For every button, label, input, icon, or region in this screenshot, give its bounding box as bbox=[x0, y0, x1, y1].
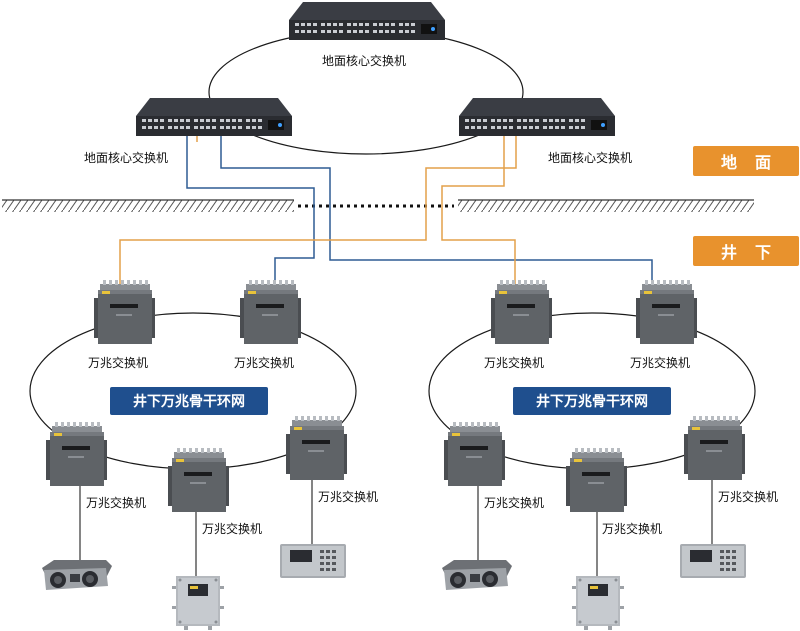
label-switch-r5: 万兆交换机 bbox=[718, 490, 779, 504]
mine-switch-l2 bbox=[240, 280, 301, 344]
mine-switch-r1 bbox=[491, 280, 552, 344]
zone-surface-badge: 地面 bbox=[693, 146, 799, 176]
core-switch-top bbox=[289, 2, 445, 40]
mine-switch-l5 bbox=[286, 416, 347, 480]
label-switch-l1: 万兆交换机 bbox=[88, 356, 149, 370]
label-core-left: 地面核心交换机 bbox=[84, 151, 169, 165]
label-core-right: 地面核心交换机 bbox=[548, 151, 633, 165]
label-switch-r3: 万兆交换机 bbox=[484, 496, 545, 510]
label-core-top: 地面核心交换机 bbox=[322, 54, 407, 68]
label-switch-l2: 万兆交换机 bbox=[234, 356, 295, 370]
camera-left bbox=[42, 560, 112, 590]
label-switch-r4: 万兆交换机 bbox=[602, 522, 663, 536]
power-box-right bbox=[572, 576, 624, 630]
phone-right bbox=[680, 544, 746, 578]
links bbox=[119, 136, 653, 290]
power-box-left bbox=[172, 576, 224, 630]
mine-switch-l4 bbox=[168, 448, 229, 512]
mine-switch-r4 bbox=[566, 448, 627, 512]
core-switch-right bbox=[459, 98, 615, 136]
core-switch-left bbox=[136, 98, 292, 136]
mine-switch-r2 bbox=[636, 280, 697, 344]
zone-underground-badge: 井下 bbox=[693, 236, 799, 266]
label-switch-l3: 万兆交换机 bbox=[86, 496, 147, 510]
label-switch-l5: 万兆交换机 bbox=[318, 490, 379, 504]
ring-tag-right: 井下万兆骨干环网 bbox=[513, 387, 671, 415]
mine-switch-r5 bbox=[684, 416, 745, 480]
phone-left bbox=[280, 544, 346, 578]
camera-right bbox=[442, 560, 512, 590]
label-switch-r1: 万兆交换机 bbox=[484, 356, 545, 370]
label-switch-l4: 万兆交换机 bbox=[202, 522, 263, 536]
ring-tag-left: 井下万兆骨干环网 bbox=[110, 387, 268, 415]
mine-switch-r3 bbox=[444, 422, 505, 486]
ground-line bbox=[2, 199, 754, 212]
label-switch-r2: 万兆交换机 bbox=[630, 356, 691, 370]
mine-switch-l3 bbox=[46, 422, 107, 486]
drop-lines bbox=[79, 480, 713, 578]
mine-switch-l1 bbox=[94, 280, 155, 344]
